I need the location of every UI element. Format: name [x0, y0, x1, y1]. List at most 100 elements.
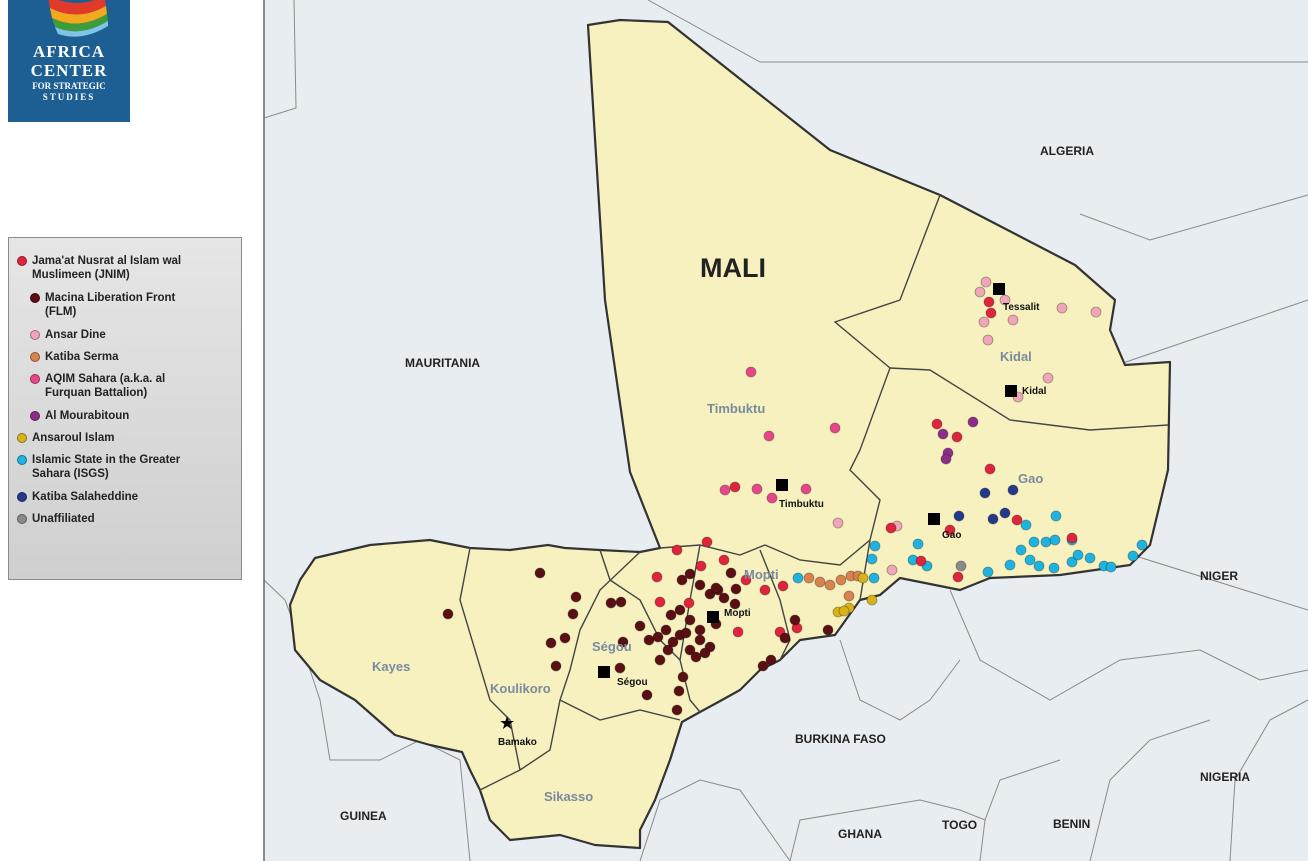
legend-item-label: AQIM Sahara (a.k.a. al	[45, 373, 166, 385]
incident-marker	[718, 592, 730, 604]
country-label-togo: TOGO	[942, 818, 977, 832]
incident-marker	[684, 614, 696, 626]
incident-marker	[545, 637, 557, 649]
incident-marker	[980, 276, 992, 288]
legend-item-label: Macina Liberation Front	[45, 292, 176, 304]
incident-marker	[1049, 534, 1061, 546]
city-label-kidal: Kidal	[1022, 386, 1047, 397]
legend-item-label: Katiba Salaheddine	[32, 491, 139, 503]
logo-line-3: FOR STRATEGIC	[32, 81, 106, 91]
incident-marker	[886, 564, 898, 576]
logo-line-1: AFRICA	[32, 42, 106, 61]
incident-marker	[1050, 510, 1062, 522]
country-label-nigeria: NIGERIA	[1200, 770, 1250, 784]
country-label-mali: MALI	[700, 253, 766, 283]
city-marker-gao	[928, 513, 940, 525]
region-label-kidal: Kidal	[1000, 349, 1032, 364]
legend-item-label: Furquan Battalion)	[45, 387, 148, 399]
city-label-timbuktu: Timbuktu	[779, 499, 824, 510]
city-label-bamako: Bamako	[498, 737, 537, 748]
incident-marker	[667, 636, 679, 648]
city-label-gao: Gao	[942, 530, 961, 541]
incident-marker	[982, 334, 994, 346]
incident-marker	[829, 422, 841, 434]
legend-dot-icon	[30, 293, 40, 303]
incident-marker	[729, 481, 741, 493]
city-marker-tessalit	[993, 283, 1005, 295]
legend-dot-icon	[17, 256, 27, 266]
capital-star-icon: ★	[499, 713, 515, 733]
incident-marker	[984, 463, 996, 475]
logo-stripes-icon	[48, 0, 108, 37]
city-marker-segou	[598, 666, 610, 678]
incident-marker	[1007, 314, 1019, 326]
incident-marker	[719, 484, 731, 496]
legend-item: Al Mourabitoun	[30, 409, 229, 423]
incident-marker	[999, 507, 1011, 519]
legend-item-label: Al Mourabitoun	[45, 410, 130, 422]
incident-marker	[814, 576, 826, 588]
incident-marker	[695, 560, 707, 572]
incident-marker	[534, 567, 546, 579]
country-label-burkina-faso: BURKINA FASO	[795, 732, 886, 746]
incident-marker	[694, 634, 706, 646]
incident-marker	[570, 591, 582, 603]
incident-marker	[765, 654, 777, 666]
incident-marker	[979, 487, 991, 499]
incident-marker	[983, 296, 995, 308]
country-label-guinea: GUINEA	[340, 809, 387, 823]
incident-marker	[660, 624, 672, 636]
incident-marker	[1011, 514, 1023, 526]
region-label-timbuktu: Timbuktu	[707, 401, 765, 416]
incident-marker	[803, 572, 815, 584]
incident-marker	[944, 524, 956, 536]
incident-marker	[567, 608, 579, 620]
incident-marker	[800, 483, 812, 495]
incident-marker	[550, 660, 562, 672]
incident-marker	[654, 596, 666, 608]
incident-marker	[843, 590, 855, 602]
legend-item-label: Sahara (ISGS)	[32, 468, 109, 480]
legend-dot-icon	[30, 374, 40, 384]
incident-marker	[683, 597, 695, 609]
legend-item: AQIM Sahara (a.k.a. al Furquan Battalion)	[30, 372, 229, 400]
legend-item: Katiba Salaheddine	[17, 490, 229, 504]
incident-marker	[1040, 536, 1052, 548]
region-label-mopti: Mopti	[744, 567, 779, 582]
africa-center-logo: AFRICA CENTER FOR STRATEGIC STUDIES	[8, 0, 130, 122]
incident-marker	[1136, 539, 1148, 551]
incident-marker	[651, 571, 663, 583]
incident-marker	[643, 634, 655, 646]
city-marker-mopti	[707, 611, 719, 623]
incident-marker	[684, 644, 696, 656]
incident-marker	[759, 584, 771, 596]
incident-marker	[694, 624, 706, 636]
incident-marker	[940, 453, 952, 465]
incident-marker	[789, 614, 801, 626]
incident-marker	[1048, 562, 1060, 574]
incident-marker	[684, 568, 696, 580]
incident-marker	[680, 627, 692, 639]
legend-dot-icon	[17, 455, 27, 465]
legend-dot-icon	[17, 433, 27, 443]
country-label-algeria: ALGERIA	[1040, 144, 1094, 158]
incident-marker	[699, 647, 711, 659]
incident-marker	[1066, 556, 1078, 568]
incident-marker	[832, 517, 844, 529]
logo-line-4: STUDIES	[42, 92, 96, 102]
incident-marker	[1033, 560, 1045, 572]
incident-marker	[931, 418, 943, 430]
country-label-ghana: GHANA	[838, 827, 882, 841]
incident-marker	[1020, 519, 1032, 531]
incident-marker	[1056, 302, 1068, 314]
incident-markers	[442, 276, 1148, 716]
incident-marker	[915, 555, 927, 567]
incident-marker	[729, 598, 741, 610]
incident-marker	[822, 624, 834, 636]
legend-item-label: Jama'at Nusrat al Islam wal	[32, 255, 182, 267]
incident-marker	[559, 632, 571, 644]
incident-marker	[641, 689, 653, 701]
country-label-mauritania: MAURITANIA	[405, 356, 480, 370]
city-label-mopti: Mopti	[724, 608, 751, 619]
